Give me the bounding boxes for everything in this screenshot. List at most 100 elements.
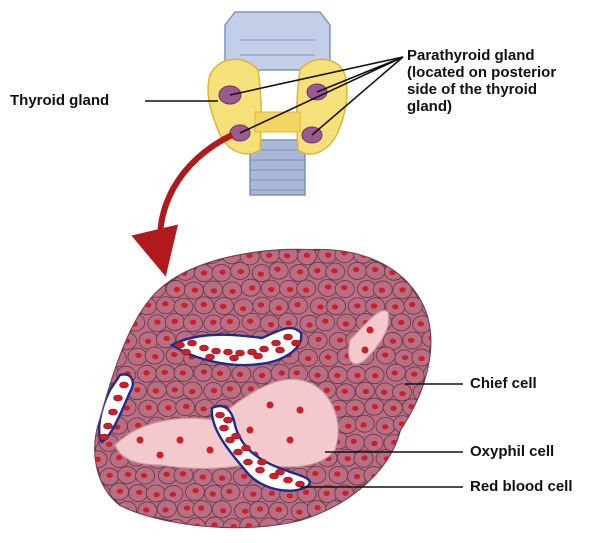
chief-cell-nucleus xyxy=(344,523,350,528)
red-blood-cell xyxy=(109,409,118,415)
chief-cell-nucleus xyxy=(428,403,434,408)
chief-cell-nucleus xyxy=(305,356,311,361)
chief-cell-nucleus xyxy=(95,252,101,257)
chief-cell-nucleus xyxy=(220,508,226,513)
chief-cell-nucleus xyxy=(237,372,243,377)
chief-cell xyxy=(393,248,412,265)
chief-cell-nucleus xyxy=(143,270,149,275)
chief-cell-nucleus xyxy=(192,288,198,293)
red-blood-cell xyxy=(254,353,263,359)
chief-cell xyxy=(147,280,166,297)
red-blood-cell xyxy=(230,355,239,361)
chief-cell-nucleus xyxy=(135,353,141,358)
chief-cell xyxy=(99,297,118,314)
chief-cell-nucleus xyxy=(341,285,347,290)
chief-cell-nucleus xyxy=(143,370,149,375)
chief-cell-nucleus xyxy=(399,391,405,396)
chief-cell-nucleus xyxy=(105,303,111,308)
chief-cell-nucleus xyxy=(314,505,320,510)
red-blood-cell xyxy=(258,459,267,465)
chief-cell xyxy=(82,298,101,315)
chief-cell-nucleus xyxy=(87,303,93,308)
chief-cell xyxy=(405,434,424,451)
chief-cell xyxy=(79,399,98,416)
chief-cell-nucleus xyxy=(420,285,426,290)
oxyphil-nucleus xyxy=(157,452,164,459)
chief-cell-nucleus xyxy=(217,371,223,376)
chief-cell xyxy=(354,485,373,502)
chief-cell-nucleus xyxy=(428,439,434,444)
chief-cell-nucleus xyxy=(227,386,233,391)
chief-cell-nucleus xyxy=(287,493,293,498)
chief-cell-nucleus xyxy=(83,505,89,510)
red-blood-cell xyxy=(242,445,251,451)
chief-cell-nucleus xyxy=(429,506,435,511)
chief-cell-nucleus xyxy=(241,474,247,479)
chief-cell-nucleus xyxy=(170,492,176,497)
chief-cell xyxy=(376,518,395,535)
red-blood-cell xyxy=(276,347,285,353)
chief-cell xyxy=(79,501,98,518)
chief-cell-nucleus xyxy=(189,389,195,394)
chief-cell-nucleus xyxy=(86,473,92,478)
chief-cell-nucleus xyxy=(296,509,302,514)
chief-cell xyxy=(411,486,430,503)
red-blood-cell xyxy=(234,449,243,455)
chief-cell xyxy=(101,265,120,282)
chief-cell-nucleus xyxy=(372,404,378,409)
chief-cell-nucleus xyxy=(162,301,168,306)
chief-cell-nucleus xyxy=(342,491,348,496)
chief-cell-nucleus xyxy=(418,356,424,361)
chief-cell-nucleus xyxy=(210,320,216,325)
chief-cell-nucleus xyxy=(276,507,282,512)
chief-cell-nucleus xyxy=(153,388,159,393)
chief-cell-nucleus xyxy=(297,269,303,274)
chief-cell xyxy=(128,246,147,263)
chief-cell-nucleus xyxy=(399,287,405,292)
chief-cell-nucleus xyxy=(249,285,255,290)
chief-cell xyxy=(393,451,412,468)
chief-cell-nucleus xyxy=(258,272,264,277)
red-blood-cell xyxy=(224,349,233,355)
chief-cell xyxy=(421,434,440,451)
chief-cell-nucleus xyxy=(279,370,285,375)
oxyphil-nucleus xyxy=(362,347,369,354)
chief-cell-nucleus xyxy=(132,524,138,529)
chief-cell-nucleus xyxy=(382,424,388,429)
chief-cell-nucleus xyxy=(246,253,252,258)
chief-cell xyxy=(110,314,129,331)
chief-cell-nucleus xyxy=(201,270,207,275)
red-blood-cell xyxy=(276,469,285,475)
chief-cell xyxy=(89,247,108,264)
chief-cell-nucleus xyxy=(314,373,320,378)
oxyphil-cell-label: Oxyphil cell xyxy=(470,443,554,460)
chief-cell-nucleus xyxy=(331,268,337,273)
chief-cell-nucleus xyxy=(180,471,186,476)
chief-cell-nucleus xyxy=(351,439,357,444)
chief-cell-nucleus xyxy=(371,441,377,446)
chief-cell-nucleus xyxy=(238,269,244,274)
chief-cell-nucleus xyxy=(190,320,196,325)
chief-cell xyxy=(81,365,100,382)
chief-cell-nucleus xyxy=(258,302,264,307)
chief-cell-nucleus xyxy=(180,370,186,375)
red-blood-cell xyxy=(120,382,129,388)
chief-cell-nucleus xyxy=(352,406,358,411)
chief-cell-nucleus xyxy=(84,336,90,341)
red-blood-cell xyxy=(232,433,241,439)
chief-cell xyxy=(364,503,383,520)
chief-cell-nucleus xyxy=(220,304,226,309)
chief-cell-nucleus xyxy=(116,319,122,324)
chief-cell-nucleus xyxy=(361,455,367,460)
chief-cell-nucleus xyxy=(372,267,378,272)
oxyphil-nucleus xyxy=(207,447,214,454)
chief-cell-nucleus xyxy=(113,254,119,259)
chief-cell-nucleus xyxy=(381,390,387,395)
chief-cell xyxy=(88,350,107,367)
chief-cell-nucleus xyxy=(402,355,408,360)
parathyroid-label-line: (located on posterior xyxy=(407,64,556,81)
chief-cell-nucleus xyxy=(211,388,217,393)
chief-cell-nucleus xyxy=(354,373,360,378)
chief-cell-nucleus xyxy=(181,303,187,308)
chief-cell-nucleus xyxy=(303,523,309,528)
